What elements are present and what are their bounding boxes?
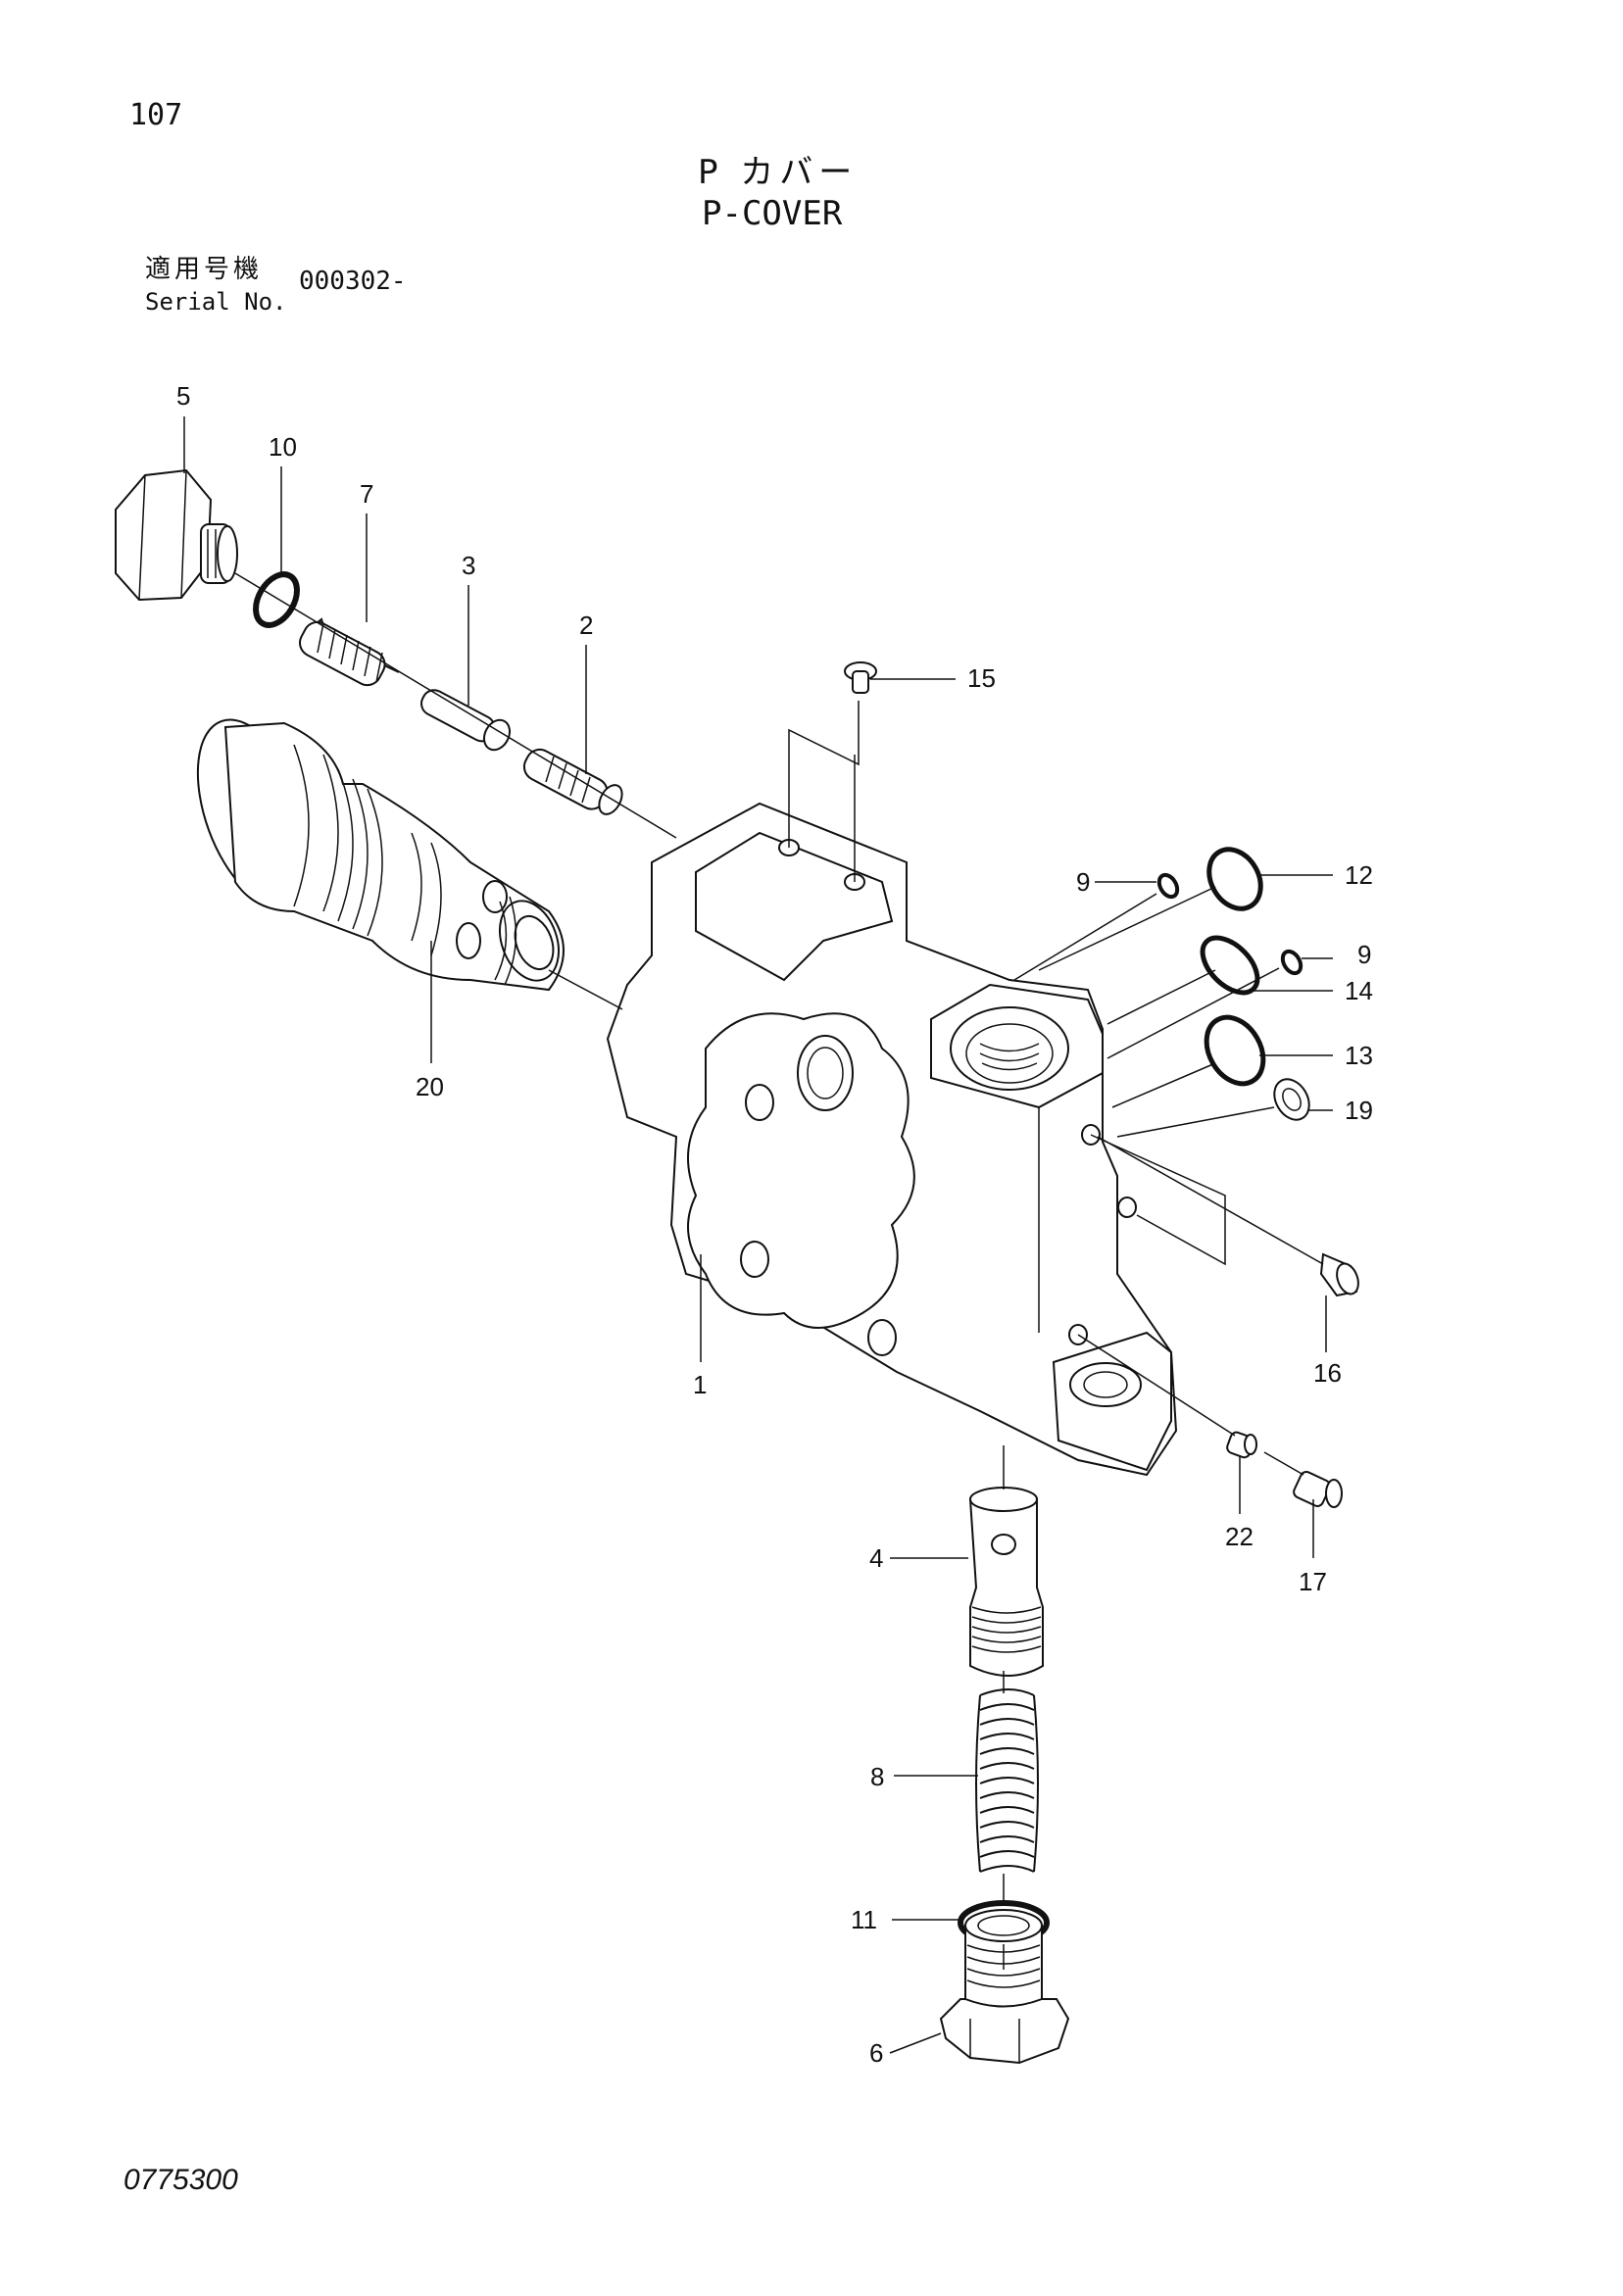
callout-leaders (183, 416, 1333, 2054)
callout-7: 7 (360, 479, 373, 509)
callout-10: 10 (269, 432, 297, 462)
part-9-o-ring-upper (1156, 872, 1180, 900)
part-12-o-ring (1206, 847, 1263, 911)
part-13-o-ring (1204, 1014, 1266, 1087)
callout-9-upper: 9 (1076, 867, 1090, 897)
page-title-japanese: P カバー (698, 153, 859, 192)
part-17-plug (1293, 1470, 1343, 1508)
part-8-spring (975, 1688, 1039, 1873)
part-5-hex-plug (115, 468, 238, 602)
callout-13: 13 (1345, 1041, 1373, 1070)
page-title: P-COVER (702, 194, 843, 233)
part-22-plug (1226, 1431, 1257, 1459)
callout-16: 16 (1313, 1358, 1342, 1388)
part-1-valve-body (606, 802, 1178, 1477)
part-20-cartridge-valve (196, 718, 565, 992)
callout-5: 5 (176, 381, 190, 411)
callout-1: 1 (693, 1370, 707, 1399)
callout-3: 3 (462, 551, 475, 580)
callout-17: 17 (1299, 1567, 1327, 1596)
callout-22: 22 (1225, 1522, 1254, 1551)
part-9-o-ring-lower (1280, 949, 1303, 976)
callout-14: 14 (1345, 976, 1373, 1005)
part-3-pin (420, 689, 511, 752)
part-10-o-ring (253, 571, 300, 628)
part-2-poppet (522, 748, 623, 815)
part-14-o-ring (1200, 935, 1260, 996)
serial-label: Serial No. (145, 288, 287, 316)
assembly-guide-lines (234, 572, 1324, 1970)
drawing-number: 0775300 (123, 2164, 238, 2196)
part-16-plug (1319, 1252, 1359, 1297)
callout-20: 20 (416, 1072, 444, 1101)
serial-label-japanese: 適用号機 (145, 255, 264, 284)
callout-19: 19 (1345, 1096, 1373, 1125)
serial-number-value: 000302- (299, 267, 407, 296)
callout-11: 11 (851, 1905, 877, 1934)
callout-2: 2 (579, 611, 593, 640)
part-6-hex-plug (939, 1909, 1070, 2065)
callout-12: 12 (1345, 860, 1373, 890)
page-number: 107 (129, 98, 183, 132)
callout-4: 4 (869, 1543, 883, 1573)
callout-15: 15 (967, 663, 996, 693)
callout-9-lower: 9 (1357, 940, 1371, 969)
part-19-washer (1273, 1078, 1310, 1121)
part-4-sleeve (968, 1487, 1044, 1677)
part-7-spring (299, 617, 400, 687)
callout-8: 8 (870, 1762, 884, 1791)
part-15-screw (844, 661, 877, 694)
callout-6: 6 (869, 2038, 883, 2068)
